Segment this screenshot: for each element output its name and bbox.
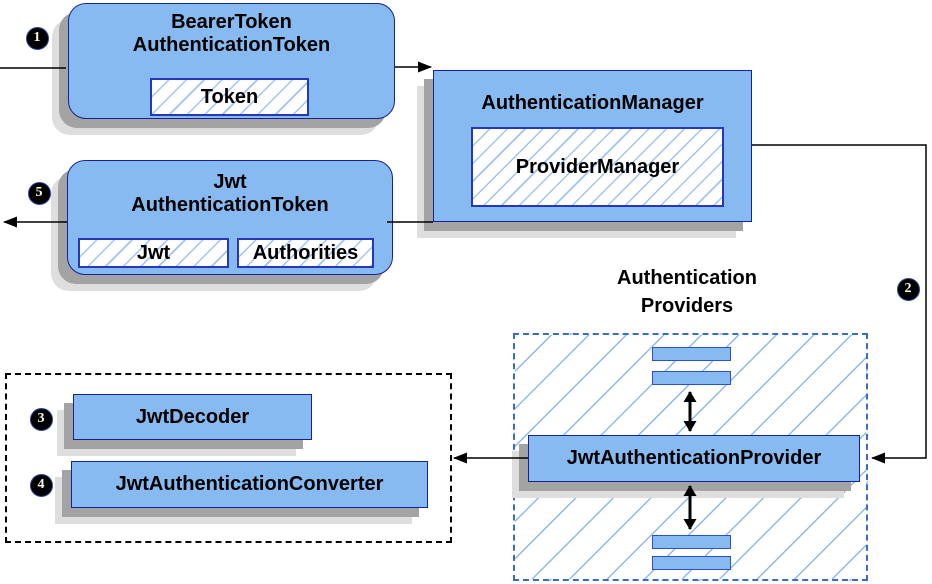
node-jwt-authentication-token: Jwt AuthenticationToken Jwt Authorities <box>67 160 393 275</box>
provider-placeholder-bar <box>652 556 731 570</box>
field-provider-manager: ProviderManager <box>471 127 724 207</box>
field-authorities-label: Authorities <box>252 241 359 264</box>
step-badge-1: 1 <box>25 26 49 50</box>
jwt-authentication-provider-label: JwtAuthenticationProvider <box>566 447 822 469</box>
authentication-providers-label-line2: Providers <box>640 295 734 317</box>
authentication-manager-title: AuthenticationManager <box>481 92 704 114</box>
jwt-components-container <box>5 373 452 543</box>
field-authorities: Authorities <box>237 238 374 268</box>
jwt-token-title-line1: Jwt <box>213 171 247 193</box>
field-token: Token <box>150 78 309 116</box>
jwt-token-title: Jwt AuthenticationToken <box>68 161 392 217</box>
jwt-decoder-label: JwtDecoder <box>135 405 250 428</box>
provider-placeholder-bar <box>652 347 731 361</box>
authentication-providers-label: Authentication Providers <box>587 264 787 320</box>
step-badge-4: 4 <box>29 473 53 497</box>
node-jwt-decoder: JwtDecoder <box>73 394 312 440</box>
provider-placeholder-bar <box>652 535 731 549</box>
node-jwt-authentication-converter: JwtAuthenticationConverter <box>71 461 428 508</box>
node-jwt-authentication-provider: JwtAuthenticationProvider <box>528 435 860 482</box>
step-badge-3: 3 <box>29 407 53 431</box>
step-badge-2: 2 <box>896 277 920 301</box>
field-jwt-label: Jwt <box>136 241 171 264</box>
provider-placeholder-bar <box>652 371 731 385</box>
jwt-token-title-line2: AuthenticationToken <box>131 194 329 216</box>
node-bearer-token-authentication-token: BearerToken AuthenticationToken Token <box>68 3 395 119</box>
bearer-token-title: BearerToken AuthenticationToken <box>69 4 394 57</box>
bearer-token-title-line2: AuthenticationToken <box>132 34 331 56</box>
step-badge-5: 5 <box>27 181 51 205</box>
bearer-token-title-line1: BearerToken <box>171 11 292 33</box>
node-authentication-manager: AuthenticationManager ProviderManager <box>433 70 752 222</box>
jwt-authentication-converter-label: JwtAuthenticationConverter <box>115 473 384 495</box>
field-jwt: Jwt <box>78 238 229 268</box>
authentication-providers-label-line1: Authentication <box>617 267 757 289</box>
field-provider-manager-label: ProviderManager <box>515 155 680 178</box>
field-token-label: Token <box>200 85 259 108</box>
